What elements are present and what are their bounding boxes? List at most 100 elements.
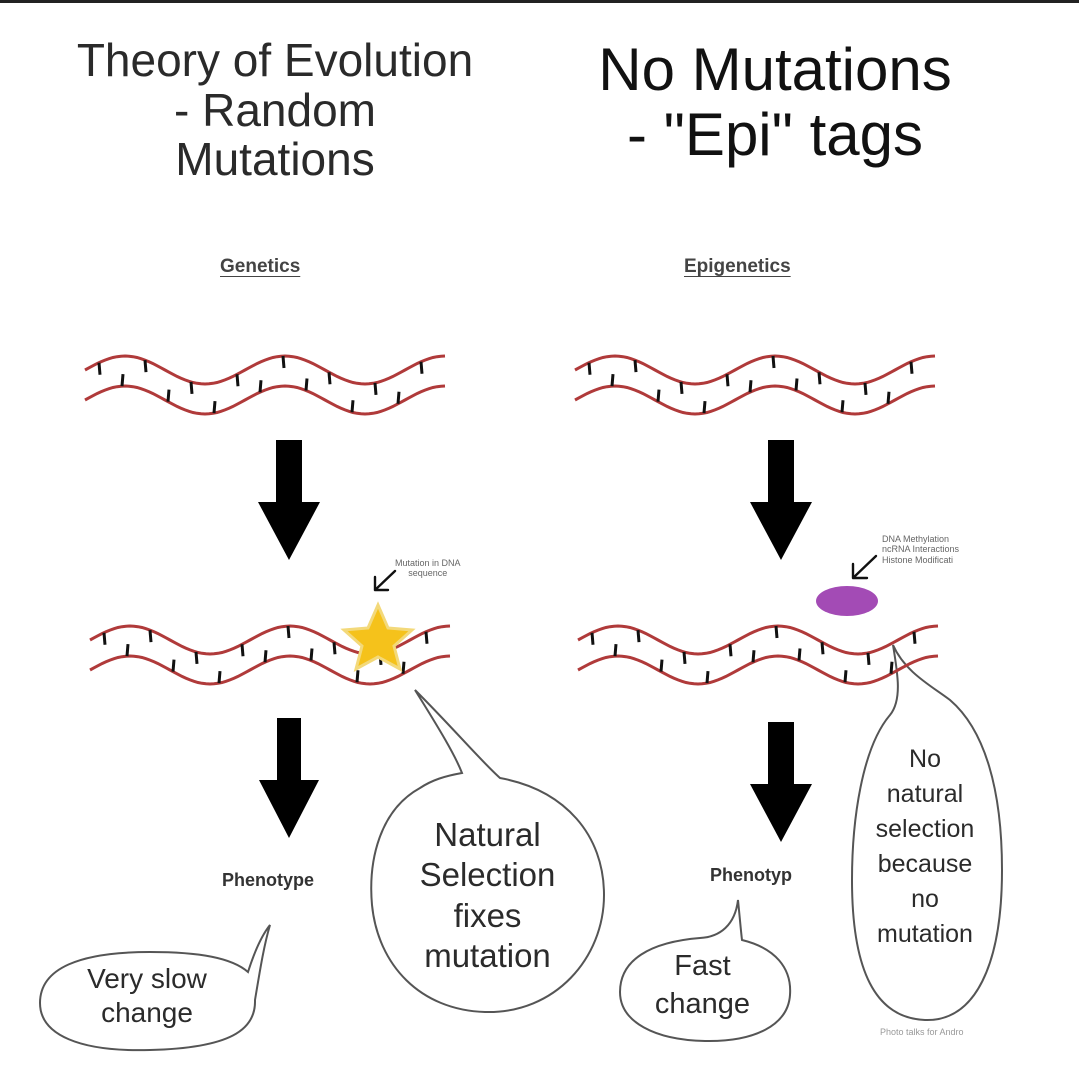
dna-base-rung: [424, 631, 429, 644]
bubble-no-selection-line3: selection: [875, 815, 975, 843]
bubble-fast-shape: [618, 899, 792, 1043]
dna-base-rung: [702, 400, 707, 414]
dna-base-rung: [189, 381, 194, 395]
dna-base-rung: [751, 650, 756, 663]
dna-base-rung: [396, 391, 401, 404]
dna-base-rung: [171, 659, 176, 672]
dna-base-rung: [281, 355, 286, 369]
dna-base-rung: [771, 355, 776, 369]
arrow-down-icon: [750, 722, 812, 842]
phenotype-label-left: Phenotype: [222, 870, 315, 890]
bubble-slow-line2: change: [101, 997, 193, 1029]
arrow-down-icon: [750, 440, 812, 560]
dna-base-rung: [350, 400, 355, 413]
dna-base-rung: [633, 359, 638, 373]
top-border-line: [0, 0, 1079, 3]
dna-base-rung: [912, 631, 917, 644]
dna-base-rung: [97, 362, 102, 375]
dna-base-rung: [286, 625, 291, 639]
bubble-selection-line3: fixes: [453, 896, 522, 934]
dna-base-rung: [863, 382, 868, 396]
dna-base-rung: [102, 632, 107, 645]
epi-note-line1: DNA Methylation: [882, 534, 950, 544]
dna-base-rung: [659, 659, 664, 672]
bubble-slow-shape: [38, 924, 271, 1052]
dna-strands: [84, 354, 939, 686]
dna-base-rung: [143, 359, 148, 373]
dna-base-rung: [419, 361, 424, 374]
epi-note-line2: ncRNA Interactions: [882, 544, 960, 555]
dna-base-rung: [327, 372, 332, 385]
star-icon: [340, 601, 416, 672]
dna-base-rung: [820, 642, 825, 655]
bubble-fast-text: Fast change: [625, 948, 780, 1023]
dna-backbone: [577, 654, 939, 686]
dna-base-rung: [125, 643, 130, 657]
title-left-line1: Theory of Evolution: [76, 34, 474, 86]
dna-base-rung: [194, 651, 199, 665]
dna-base-rung: [304, 378, 309, 391]
phenotype-label-right: Phenotyp: [710, 865, 793, 885]
dna-base-rung: [148, 629, 153, 643]
title-left-line2: - Random: [174, 83, 376, 136]
dna-base-rung: [886, 391, 891, 404]
dna-base-rung: [610, 373, 615, 387]
dna-base-rung: [656, 389, 661, 402]
watermark: Photo talks for Andro: [880, 1027, 964, 1037]
dna-base-rung: [401, 661, 406, 674]
bubble-no-selection-line1: No: [909, 745, 941, 773]
dna-base-rung: [728, 644, 733, 657]
bubble-no-selection-text: No natural selection because no mutation: [855, 742, 995, 952]
title-left-line3: Mutations: [175, 133, 375, 186]
bubble-selection-line4: mutation: [424, 936, 551, 974]
dna-base-rung: [797, 648, 802, 661]
dna-base-rung: [217, 670, 222, 684]
label-epigenetics: Epigenetics: [684, 256, 791, 277]
dna-base-rung: [212, 400, 217, 414]
dna-base-rung: [679, 381, 684, 395]
pointer-arrow-icon: [373, 569, 397, 592]
mutation-note: Mutation in DNA sequence: [395, 558, 461, 579]
dna-backbone: [574, 354, 936, 386]
dna-backbone: [84, 354, 446, 386]
dna-base-rung: [309, 648, 314, 661]
dna-base-rung: [817, 372, 822, 385]
oval-tag-icon: [816, 586, 878, 616]
dna-base-rung: [748, 380, 753, 393]
dna-base-rung: [889, 661, 894, 674]
dna-base-rung: [120, 373, 125, 387]
bubble-selection-line2: Selection: [419, 856, 556, 894]
dna-base-rung: [613, 643, 618, 657]
bubble-no-selection-line4: because: [877, 850, 973, 878]
dna-backbone: [574, 384, 936, 416]
dna-base-rung: [240, 644, 245, 657]
bubble-fast-line1: Fast: [674, 950, 731, 982]
dna-base-rung: [843, 670, 848, 683]
dna-base-rung: [866, 652, 871, 666]
bubble-slow-line1: Very slow: [87, 963, 207, 994]
bubble-selection-line1: Natural: [434, 816, 541, 853]
dna-base-rung: [590, 632, 595, 645]
epi-note-line3: Histone Modificati: [882, 554, 954, 565]
bubble-selection-shape: [370, 689, 606, 1014]
dna-backbone: [577, 624, 939, 656]
bubble-selection-text: Natural Selection fixes mutation: [390, 815, 585, 976]
epi-note: DNA Methylation ncRNA Interactions Histo…: [882, 534, 1022, 565]
dna-base-rung: [909, 361, 914, 374]
bubble-no-selection-line5: no: [911, 885, 939, 913]
dna-base-rung: [840, 400, 845, 413]
bubble-no-selection-line2: natural: [886, 780, 964, 808]
dna-base-rung: [682, 651, 687, 665]
title-left: Theory of Evolution - Random Mutations: [40, 34, 510, 186]
dna-base-rung: [705, 670, 710, 684]
dna-base-rung: [332, 642, 337, 655]
title-right: No Mutations - "Epi" tags: [525, 37, 1025, 168]
dna-base-rung: [587, 362, 592, 375]
bubble-fast-line2: change: [654, 987, 751, 1020]
dna-base-rung: [636, 629, 641, 643]
bubble-no-selection-line6: mutation: [877, 920, 973, 948]
mutation-note-line1: Mutation in DNA: [395, 558, 461, 568]
dna-backbone: [89, 654, 451, 686]
dna-backbone: [84, 384, 446, 416]
